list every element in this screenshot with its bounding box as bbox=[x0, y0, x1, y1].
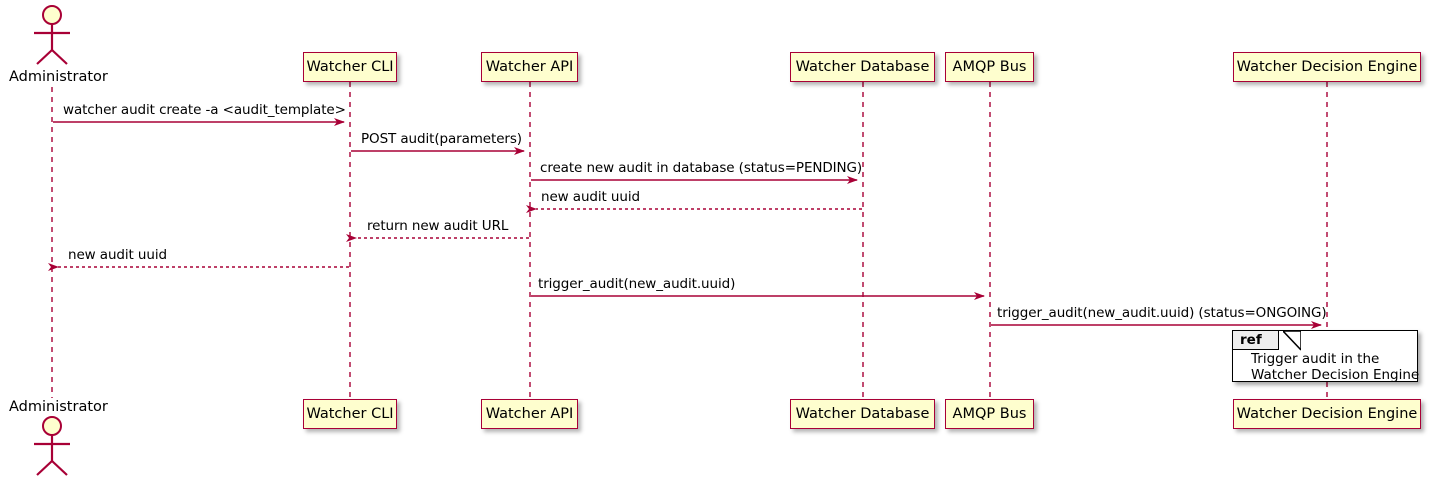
participant-label: Watcher API bbox=[485, 59, 574, 75]
message-label-2: create new audit in database (status=PEN… bbox=[540, 160, 863, 176]
ref-fragment-tab: ref bbox=[1233, 331, 1279, 350]
participant-label: Watcher Database bbox=[795, 406, 930, 422]
participant-label: Administrator bbox=[9, 399, 108, 415]
participant-box-watcher-cli-top[interactable]: Watcher CLI bbox=[303, 52, 397, 82]
participant-label: Watcher Database bbox=[795, 59, 930, 75]
participant-label: Watcher CLI bbox=[306, 406, 394, 422]
message-label-0: watcher audit create -a <audit_template> bbox=[63, 102, 346, 118]
participant-box-watcher-api-top[interactable]: Watcher API bbox=[481, 52, 578, 82]
participant-box-watcher-database-bottom[interactable]: Watcher Database bbox=[790, 399, 935, 429]
participant-label: AMQP Bus bbox=[952, 406, 1027, 422]
actor-label-administrator-bottom: Administrator bbox=[9, 399, 108, 415]
message-label-7: trigger_audit(new_audit.uuid) (status=ON… bbox=[997, 305, 1327, 321]
participant-box-amqp-bus-bottom[interactable]: AMQP Bus bbox=[945, 399, 1034, 429]
message-label-6: trigger_audit(new_audit.uuid) bbox=[538, 276, 736, 292]
participant-label: Administrator bbox=[9, 69, 108, 85]
actor-administrator-top bbox=[34, 5, 70, 65]
participant-box-watcher-api-bottom[interactable]: Watcher API bbox=[481, 399, 578, 429]
participant-box-watcher-decision-engine-top[interactable]: Watcher Decision Engine bbox=[1233, 52, 1421, 82]
participant-label: Watcher Decision Engine bbox=[1236, 406, 1418, 422]
message-label-4: return new audit URL bbox=[367, 218, 509, 234]
participant-box-watcher-cli-bottom[interactable]: Watcher CLI bbox=[303, 399, 397, 429]
message-label-3: new audit uuid bbox=[541, 189, 640, 205]
ref-fragment-tab-notch bbox=[1283, 331, 1301, 351]
participant-label: Watcher Decision Engine bbox=[1236, 59, 1418, 75]
ref-fragment-tab-label: ref bbox=[1240, 332, 1262, 348]
participant-box-amqp-bus-top[interactable]: AMQP Bus bbox=[945, 52, 1034, 82]
ref-fragment-line-1: Watcher Decision Engine bbox=[1251, 367, 1420, 383]
message-label-1: POST audit(parameters) bbox=[361, 131, 522, 147]
ref-fragment-line-0: Trigger audit in the bbox=[1251, 351, 1380, 367]
participant-label: Watcher API bbox=[485, 406, 574, 422]
participant-box-watcher-database-top[interactable]: Watcher Database bbox=[790, 52, 935, 82]
participant-box-watcher-decision-engine-bottom[interactable]: Watcher Decision Engine bbox=[1233, 399, 1421, 429]
ref-fragment-body: Trigger audit in the Watcher Decision En… bbox=[1233, 351, 1420, 383]
actor-administrator-bottom bbox=[34, 416, 70, 476]
lifelines bbox=[51, 82, 1328, 399]
message-label-5: new audit uuid bbox=[68, 247, 167, 263]
message-arrows bbox=[48, 118, 1322, 329]
actor-label-administrator-top: Administrator bbox=[9, 69, 108, 85]
participant-label: Watcher CLI bbox=[306, 59, 394, 75]
participant-label: AMQP Bus bbox=[952, 59, 1027, 75]
ref-fragment[interactable]: ref Trigger audit in the Watcher Decisio… bbox=[1232, 330, 1420, 383]
